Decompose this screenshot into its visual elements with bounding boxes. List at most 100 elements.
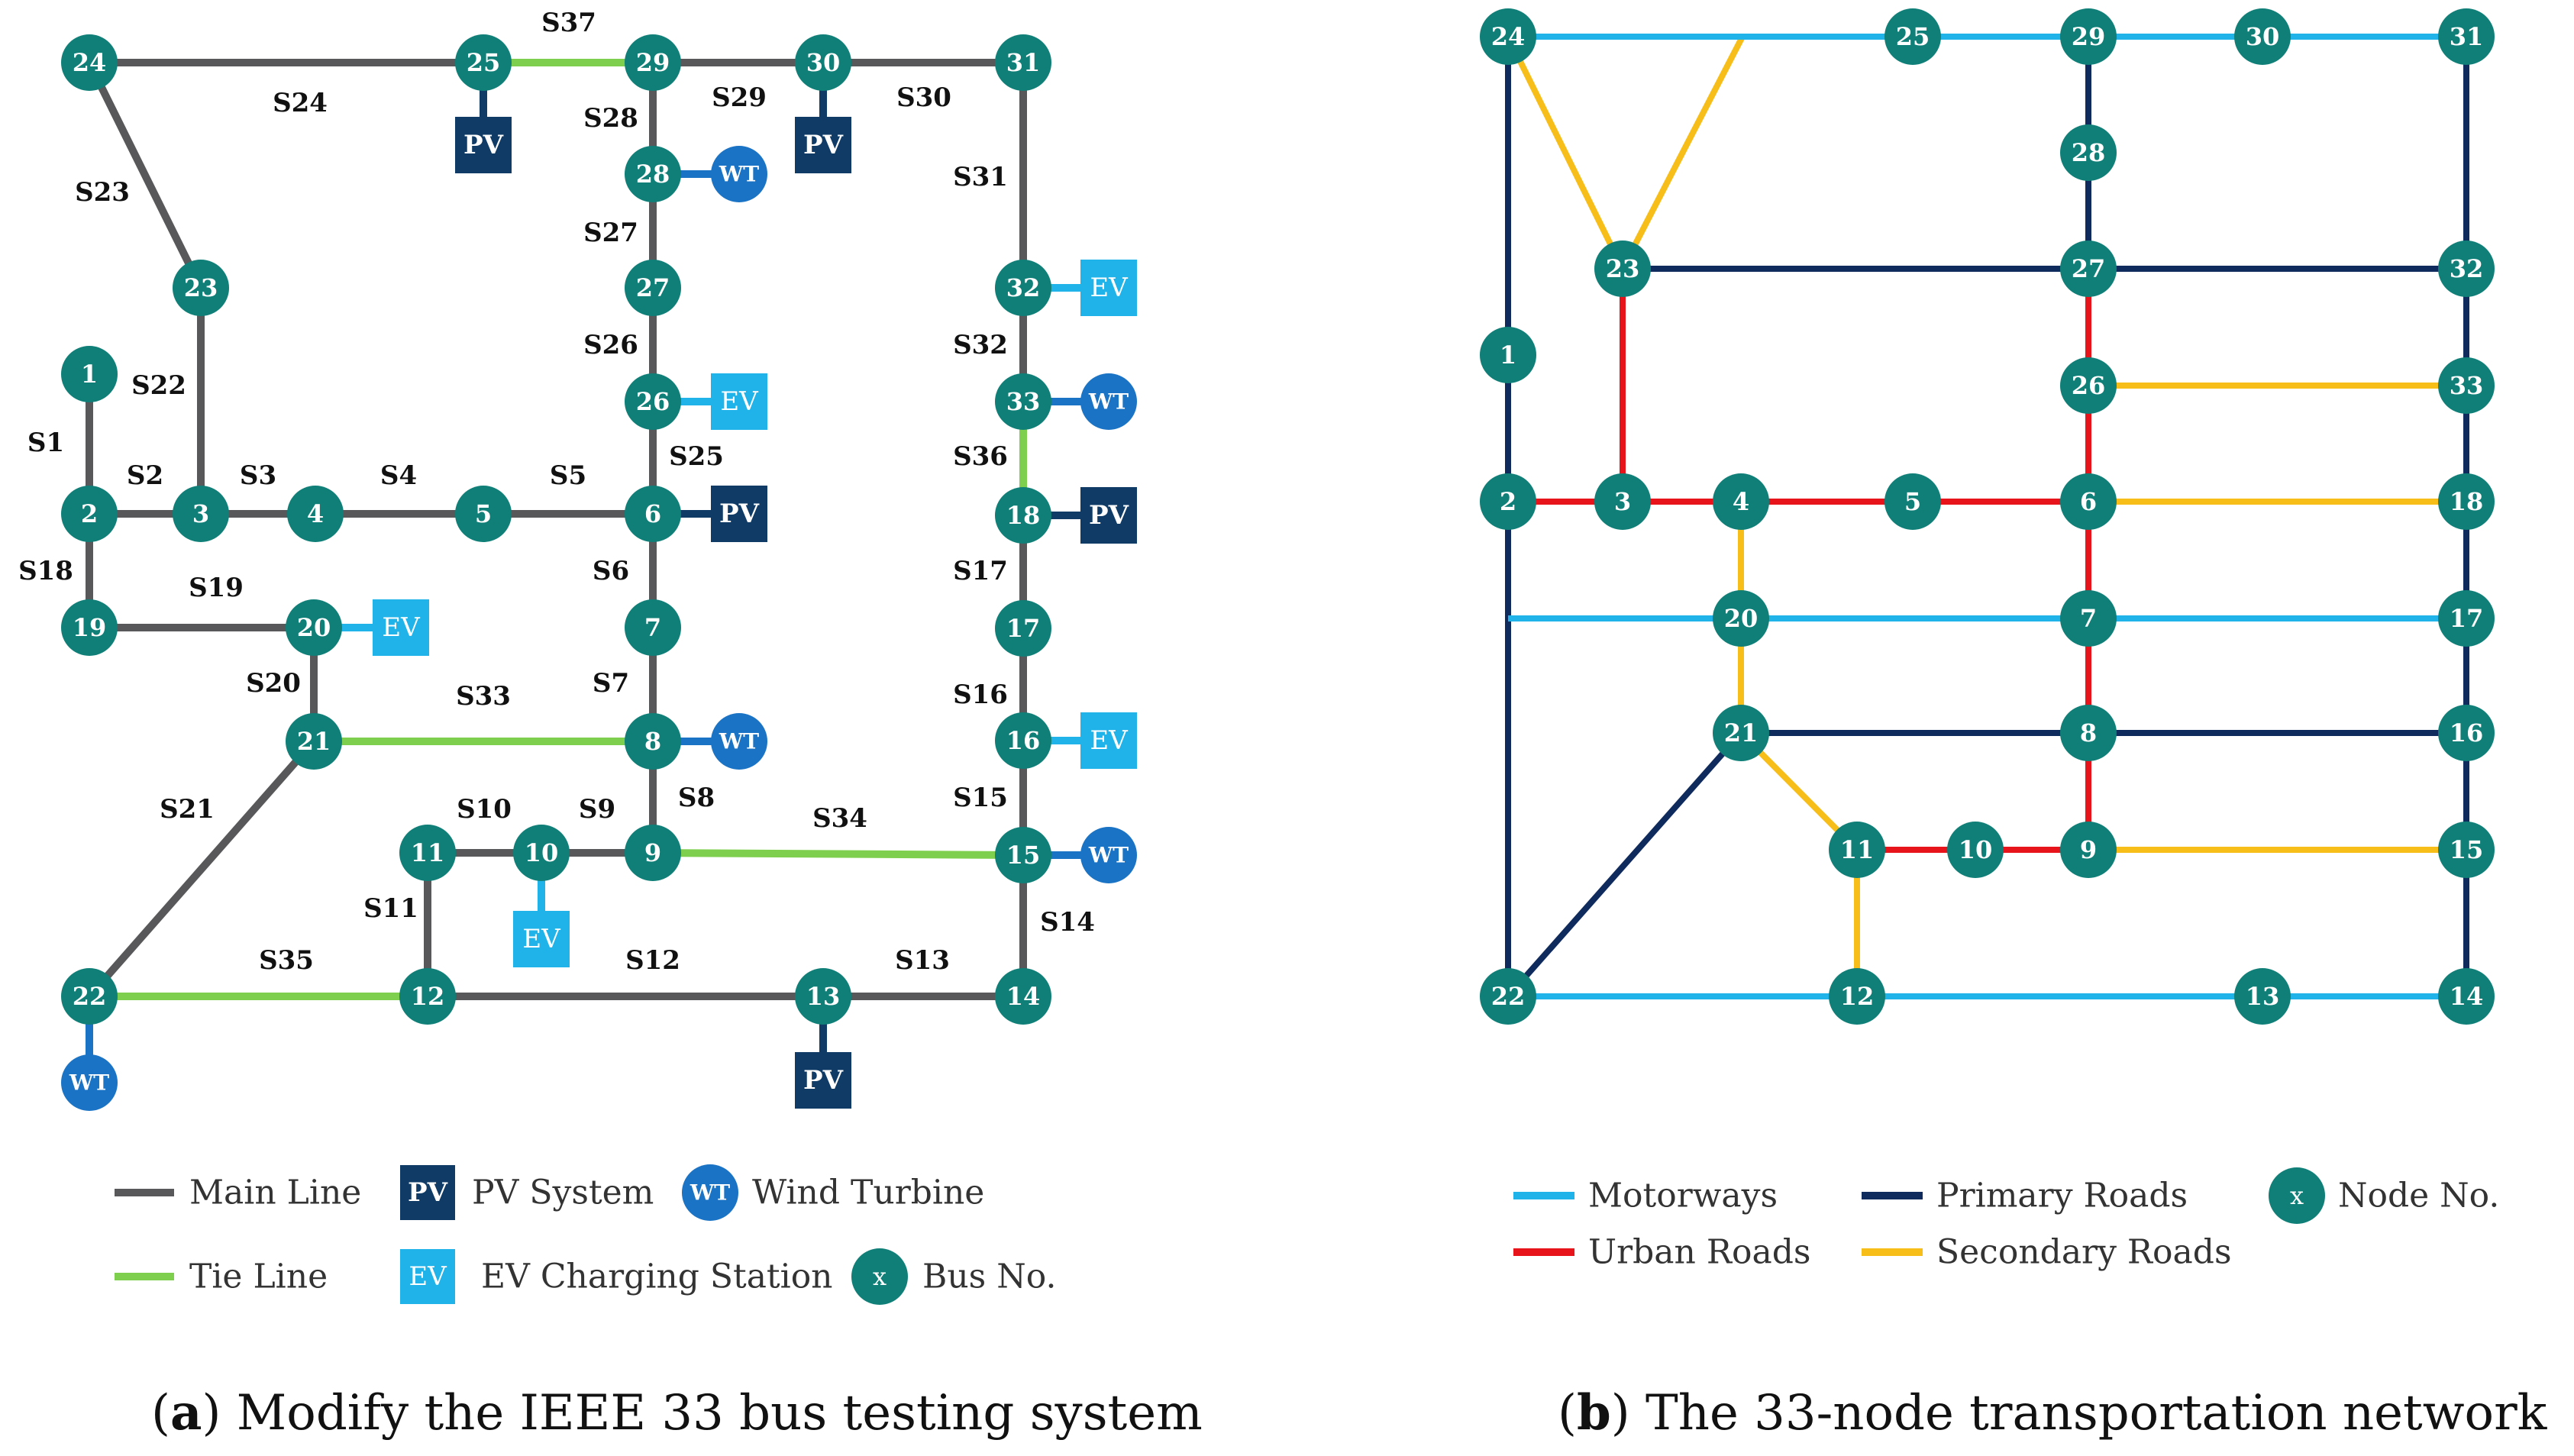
bus-10 (513, 825, 570, 881)
legend-motorways-label: Motorways (1588, 1177, 1778, 1215)
legend-wt-icon-text: WT (690, 1180, 730, 1206)
wind-turbine-icon-bus-8 (711, 713, 767, 770)
segment-label-s32: S32 (953, 330, 1008, 360)
node-label-23: 23 (1606, 254, 1640, 283)
node-label-14: 14 (2450, 982, 2484, 1011)
node-label-2: 2 (1500, 487, 1516, 516)
node-28 (2060, 124, 2117, 181)
pv-label-bus-6: PV (719, 499, 760, 529)
node-15 (2438, 822, 2495, 878)
segment-label-s26: S26 (583, 330, 638, 360)
bus-25 (455, 34, 512, 91)
segment-label-s25: S25 (669, 441, 724, 472)
segment-label-s11: S11 (363, 893, 418, 924)
bus-18 (995, 487, 1051, 544)
node-label-13: 13 (2246, 982, 2280, 1011)
node-label-20: 20 (1724, 604, 1759, 633)
wind-turbine-icon-bus-28 (711, 146, 767, 202)
node-label-30: 30 (2246, 22, 2280, 51)
node-label-28: 28 (2072, 138, 2106, 167)
bus-label-13: 13 (806, 982, 841, 1011)
bus-label-22: 22 (73, 982, 107, 1011)
node-29 (2060, 8, 2117, 65)
node-26 (2060, 357, 2117, 414)
node-22 (1480, 968, 1536, 1025)
segment-label-s17: S17 (953, 556, 1008, 586)
bus-24 (61, 34, 118, 91)
segment-label-s35: S35 (259, 945, 314, 976)
bus-label-10: 10 (525, 838, 559, 867)
node-21 (1713, 705, 1769, 761)
caption-a-text: Modify the IEEE 33 bus testing system (221, 1385, 1202, 1441)
node-label-31: 31 (2450, 22, 2484, 51)
segment-line-s21 (86, 738, 317, 999)
pv-label-bus-18: PV (1089, 500, 1129, 531)
bus-label-3: 3 (192, 499, 209, 528)
bus-label-7: 7 (644, 613, 661, 642)
node-label-29: 29 (2072, 22, 2106, 51)
ev-label-bus-16: EV (1090, 725, 1129, 756)
node-label-22: 22 (1491, 982, 1526, 1011)
node-label-12: 12 (1840, 982, 1875, 1011)
segment-label-s10: S10 (457, 794, 512, 825)
segment-label-s7: S7 (593, 668, 629, 699)
bus-label-26: 26 (636, 387, 670, 416)
segment-label-s30: S30 (896, 82, 951, 113)
segment-label-s36: S36 (953, 441, 1008, 472)
bus-15 (995, 827, 1051, 883)
legend-urban-roads-label: Urban Roads (1588, 1233, 1810, 1272)
bus-20 (286, 599, 342, 656)
pv-label-bus-30: PV (803, 130, 844, 160)
bus-label-2: 2 (81, 499, 98, 528)
segment-label-s14: S14 (1040, 907, 1095, 938)
node-7 (2060, 590, 2117, 647)
node-label-33: 33 (2450, 371, 2484, 400)
segment-label-s6: S6 (593, 556, 629, 586)
node-label-16: 16 (2450, 718, 2484, 747)
bus-label-16: 16 (1006, 726, 1041, 755)
bus-14 (995, 968, 1051, 1025)
bus-26 (625, 373, 681, 430)
node-label-4: 4 (1733, 487, 1749, 516)
node-label-25: 25 (1896, 22, 1930, 51)
pv-system-icon-bus-13 (795, 1052, 851, 1109)
bus-label-33: 33 (1006, 387, 1041, 416)
segment-label-s15: S15 (953, 783, 1008, 813)
ev-charging-station-icon-bus-10 (513, 911, 570, 967)
ev-charging-station-icon-bus-26 (711, 373, 767, 430)
bus-28 (625, 146, 681, 202)
bus-8 (625, 713, 681, 770)
bus-21 (286, 713, 342, 770)
bus-label-27: 27 (636, 273, 670, 302)
node-label-1: 1 (1500, 341, 1516, 370)
legend-secondary-roads-label: Secondary Roads (1936, 1233, 2232, 1272)
node-label-27: 27 (2072, 254, 2106, 283)
node-24 (1480, 8, 1536, 65)
node-label-10: 10 (1959, 835, 1993, 864)
ev-label-bus-32: EV (1090, 273, 1129, 303)
legend-pv-icon-text: PV (408, 1177, 448, 1208)
segment-label-s9: S9 (579, 794, 615, 825)
bus-11 (399, 825, 456, 881)
segment-label-s37: S37 (541, 8, 596, 38)
segment-label-s5: S5 (550, 460, 586, 491)
pv-label-bus-25: PV (463, 130, 504, 160)
legend-wind-turbine-icon (682, 1164, 738, 1221)
node-label-32: 32 (2450, 254, 2484, 283)
node-label-21: 21 (1724, 718, 1759, 747)
segment-label-s21: S21 (160, 794, 215, 825)
node-label-15: 15 (2450, 835, 2484, 864)
node-14 (2438, 968, 2495, 1025)
node-label-18: 18 (2450, 487, 2484, 516)
segment-label-s18: S18 (18, 556, 73, 586)
node-23 (1594, 241, 1651, 297)
bus-16 (995, 712, 1051, 769)
segment-label-s33: S33 (456, 681, 511, 712)
